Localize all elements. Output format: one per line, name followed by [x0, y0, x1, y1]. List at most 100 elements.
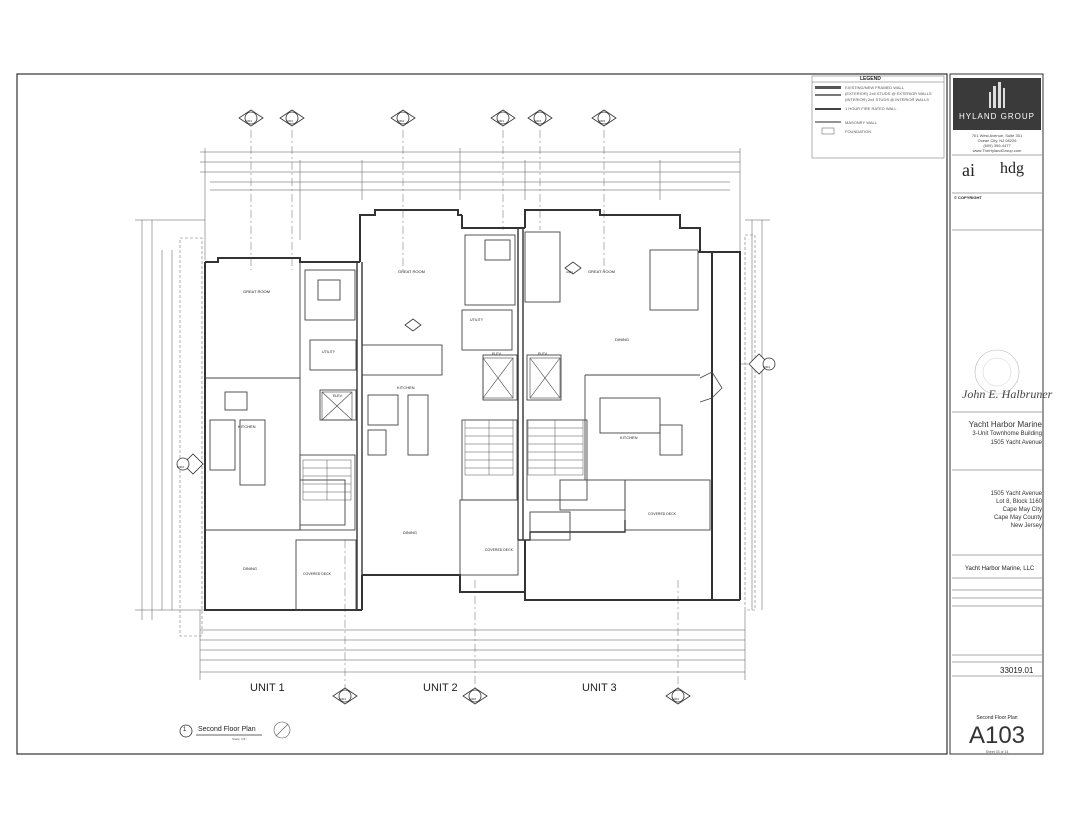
legend-item: FOUNDATION: [845, 129, 872, 134]
project-description: 3-Unit Townhome Building: [972, 431, 1042, 437]
section-tag: A303: [598, 119, 606, 123]
architect-seal: [974, 349, 1020, 395]
location-city: Cape May City: [1002, 507, 1042, 513]
stairs: [302, 419, 584, 501]
location-address: 1505 Yacht Avenue: [990, 491, 1042, 497]
ai-logo: ai: [962, 160, 975, 180]
section-marker[interactable]: [332, 687, 358, 705]
room-label: UTILITY: [470, 318, 484, 322]
room-label: KITCHEN: [238, 424, 256, 429]
grid-lines: [192, 130, 760, 688]
room-label: GREAT ROOM: [588, 269, 615, 274]
legend-title: LEGEND: [860, 76, 881, 82]
room-label: UTILITY: [322, 350, 336, 354]
hdg-logo: hdg: [1000, 160, 1024, 177]
section-tag: A302: [534, 119, 542, 123]
dimension-lines-top: [200, 148, 741, 260]
project-street: 1505 Yacht Avenue: [990, 440, 1042, 446]
project-number: 33019.01: [1000, 666, 1034, 675]
plan-title: Second Floor Plan: [198, 726, 256, 733]
client-name: Yacht Harbor Marine, LLC: [965, 566, 1035, 572]
section-marker[interactable]: [490, 109, 516, 127]
section-marker[interactable]: [748, 353, 776, 375]
plan-title-bubble: [179, 721, 291, 739]
room-label: COVERED DECK: [485, 548, 514, 552]
section-marker[interactable]: [462, 687, 488, 705]
section-marker[interactable]: [390, 109, 416, 127]
room-label: KITCHEN: [397, 385, 415, 390]
unit-1-label: UNIT 1: [250, 682, 285, 694]
room-label: ELEV.: [538, 352, 548, 356]
unit-2-label: UNIT 2: [423, 682, 458, 694]
room-label: DINING: [403, 530, 417, 535]
section-markers: [176, 109, 776, 705]
unit-3-label: UNIT 3: [582, 682, 617, 694]
interior-walls: [205, 231, 711, 611]
party-walls: [356, 228, 626, 610]
section-tag: A301: [497, 119, 505, 123]
legend-item: (INTERIOR) 2x4 STUDS @ INTERIOR WALLS: [845, 97, 929, 102]
legend: [811, 75, 945, 159]
overhang-lines: [179, 234, 756, 637]
section-marker[interactable]: [176, 453, 204, 475]
section-marker[interactable]: [591, 109, 617, 127]
section-marker[interactable]: [665, 687, 691, 705]
room-label: COVERED DECK: [303, 572, 332, 576]
sheet-count: Sheet 03 of 14: [985, 750, 1009, 754]
section-tag: A301: [286, 119, 294, 123]
section-marker[interactable]: [404, 318, 422, 332]
room-label: ELEV.: [492, 352, 502, 356]
section-tag: A301: [672, 697, 680, 701]
project-location: 1505 Yacht Avenue Lot 8, Block 1160 Cape…: [952, 490, 1042, 530]
section-tag: A301: [566, 270, 574, 274]
plan-scale: Scale: 1/4": [232, 737, 247, 741]
section-tag: A302: [397, 119, 405, 123]
legend-item: 1 HOUR FIRE RATED WALL: [845, 106, 897, 111]
view-number: 1: [183, 727, 187, 733]
section-marker[interactable]: [279, 109, 305, 127]
legend-item: (EXTERIOR) 2x6 STUDS @ EXTERIOR WALLS: [845, 91, 932, 96]
title-block-border: [949, 73, 1044, 755]
company-logo: [953, 78, 1041, 130]
copyright-heading: © COPYRIGHT: [954, 195, 982, 200]
section-tag: A301: [763, 365, 771, 369]
legend-item: EXISTING/NEW FRAMED WALL: [845, 85, 904, 90]
drawing-border: [16, 73, 948, 755]
location-lot-block: Lot 8, Block 1160: [996, 499, 1042, 505]
address-line: 701 West Avenue, Suite 301: [971, 133, 1023, 138]
title-block-dividers: [952, 154, 1042, 677]
room-label: DINING: [615, 337, 629, 342]
room-label: GREAT ROOM: [398, 269, 425, 274]
architect-signature: John E. Halbruner: [962, 387, 1053, 401]
location-state: New Jersey: [1010, 523, 1042, 529]
room-label: ELEV.: [333, 394, 343, 398]
website-link[interactable]: www.TheHylandGroup.com: [972, 148, 1022, 153]
section-tag: A302: [177, 465, 185, 469]
company-address: 701 West Avenue, Suite 301 Ocean City, N…: [952, 133, 1042, 153]
legend-item: MASONRY WALL: [845, 120, 877, 125]
section-tag: A301: [245, 119, 253, 123]
project-name: Yacht Harbor Marine: [968, 420, 1042, 429]
location-county: Cape May County: [993, 515, 1042, 521]
north-arrow-icon: [273, 721, 291, 739]
section-marker[interactable]: [238, 109, 264, 127]
section-marker[interactable]: [527, 109, 553, 127]
section-marker[interactable]: [564, 261, 582, 275]
dimension-lines-bottom: [199, 610, 746, 680]
city-line: Ocean City, NJ 08226: [977, 138, 1017, 143]
room-label: GREAT ROOM: [243, 289, 270, 294]
sheet-number: A103: [968, 722, 1026, 749]
section-tag: A301: [339, 697, 347, 701]
dimension-lines-sides: [135, 219, 770, 620]
building-icon: [989, 82, 1005, 108]
room-label: COVERED DECK: [648, 512, 677, 516]
company-name: HYLAND GROUP: [958, 112, 1035, 121]
elevators: [321, 357, 561, 421]
room-label: KITCHEN: [620, 435, 638, 440]
sheet-title: Second Floor Plan: [976, 715, 1018, 721]
bay-window: [699, 371, 723, 403]
room-label: DINING: [243, 566, 257, 571]
phone-line: (609) 399-4477: [983, 143, 1011, 148]
